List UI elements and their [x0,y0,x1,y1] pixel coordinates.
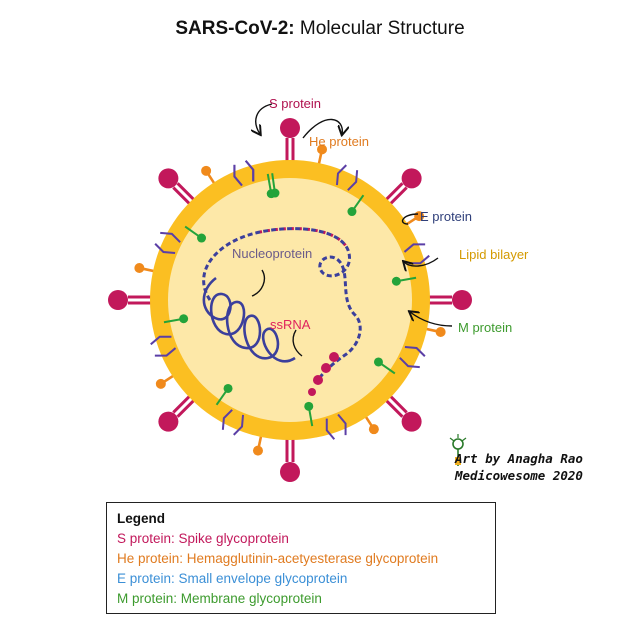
envelope-proteins [150,160,430,440]
m-protein [270,173,280,198]
label-m-protein: M protein [458,320,512,335]
e-protein [335,164,359,191]
label-he-protein: He protein [309,134,369,149]
title-bold: SARS-CoV-2: [175,18,295,39]
m-protein [163,314,189,324]
legend-item-m: M protein: Membrane glycoprotein [117,591,322,606]
page-title: SARS-CoV-2: Molecular Structure [0,18,640,40]
credit-line-2: Medicowesome 2020 [455,468,583,483]
e-protein [233,160,255,187]
viral-interior [168,178,412,422]
e-protein [399,345,426,369]
artist-credit: Art by Anagha Rao Medicowesome 2020 [455,450,635,484]
artist-logo-icon [449,434,467,466]
m-protein [373,357,396,375]
credit-line-1: Art by Anagha Rao [455,451,583,466]
rna-genome [202,227,362,396]
e-protein [154,231,181,255]
label-e-protein: E protein [420,209,472,224]
virus-diagram: S protein He protein E protein Lipid bil… [108,96,529,482]
legend-title: Legend [117,511,166,526]
pointer-arrows [252,103,453,357]
m-protein [347,194,365,217]
label-lipid-bilayer: Lipid bilayer [459,247,529,262]
e-protein [325,413,347,440]
m-protein [304,401,314,427]
label-ssrna: ssRNA [270,317,311,332]
e-protein [221,409,245,436]
label-nucleoprotein: Nucleoprotein [232,246,312,261]
e-protein [150,335,177,357]
title-rest: Molecular Structure [294,18,465,39]
legend-item-e: E protein: Small envelope glycoprotein [117,571,348,586]
legend-box: Legend S protein: Spike glycoprotein He … [106,502,496,614]
label-s-protein: S protein [269,96,321,111]
m-proteins [163,173,417,427]
legend-item-he: He protein: Hemagglutinin-acetyesterase … [117,551,439,566]
m-protein [215,383,233,406]
m-protein [391,276,417,286]
legend-item-s: S protein: Spike glycoprotein [117,531,289,546]
m-protein [184,225,207,243]
